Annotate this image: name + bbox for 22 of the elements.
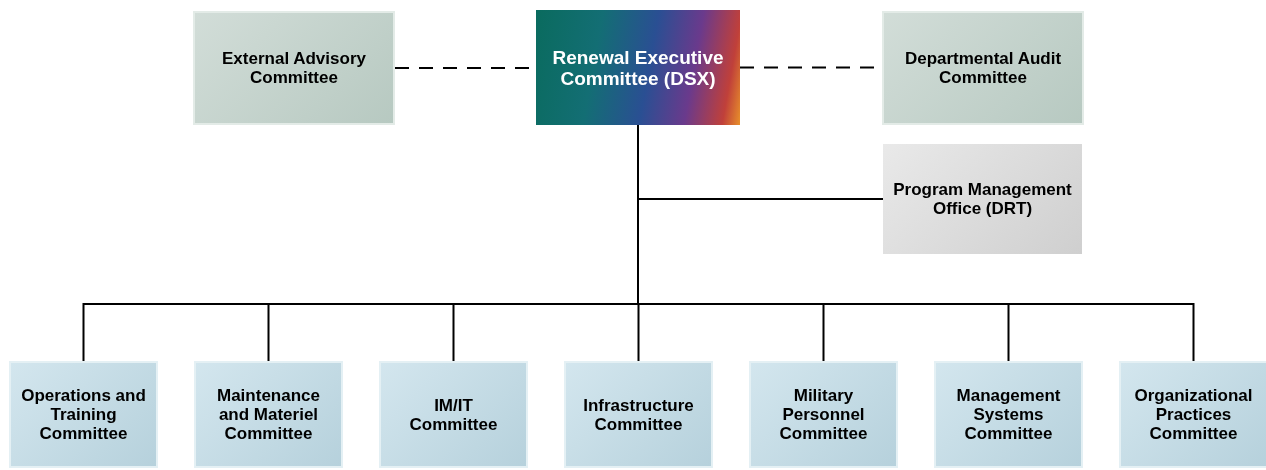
- committee-box: [1119, 361, 1266, 468]
- node-label: Maintenance and Materiel Committee: [216, 386, 321, 443]
- node-label: Departmental Audit Committee: [903, 49, 1063, 87]
- committee-box: [9, 361, 158, 468]
- committee-box: [379, 361, 528, 468]
- executive-box: [536, 10, 740, 125]
- node-label: External Advisory Committee: [221, 49, 367, 87]
- committee-box: [194, 361, 343, 468]
- committee-box: [934, 361, 1083, 468]
- node-label: Management Systems Committee: [955, 386, 1062, 443]
- committee-box: [564, 361, 713, 468]
- node-label: Infrastructure Committee: [582, 395, 695, 434]
- node-label: IM/IT Committee: [408, 395, 499, 434]
- node-label: Renewal Executive Committee (DSX): [551, 46, 725, 89]
- committee-box: [193, 11, 395, 125]
- node-label: Program Management Office (DRT): [892, 180, 1073, 218]
- node-label: Operations and Training Committee: [20, 386, 147, 443]
- node-label: Military Personnel Committee: [778, 386, 869, 443]
- committee-box: [749, 361, 898, 468]
- committee-box: [883, 144, 1082, 254]
- committee-box: [882, 11, 1084, 125]
- node-label: Organizational Practices Committee: [1133, 386, 1254, 443]
